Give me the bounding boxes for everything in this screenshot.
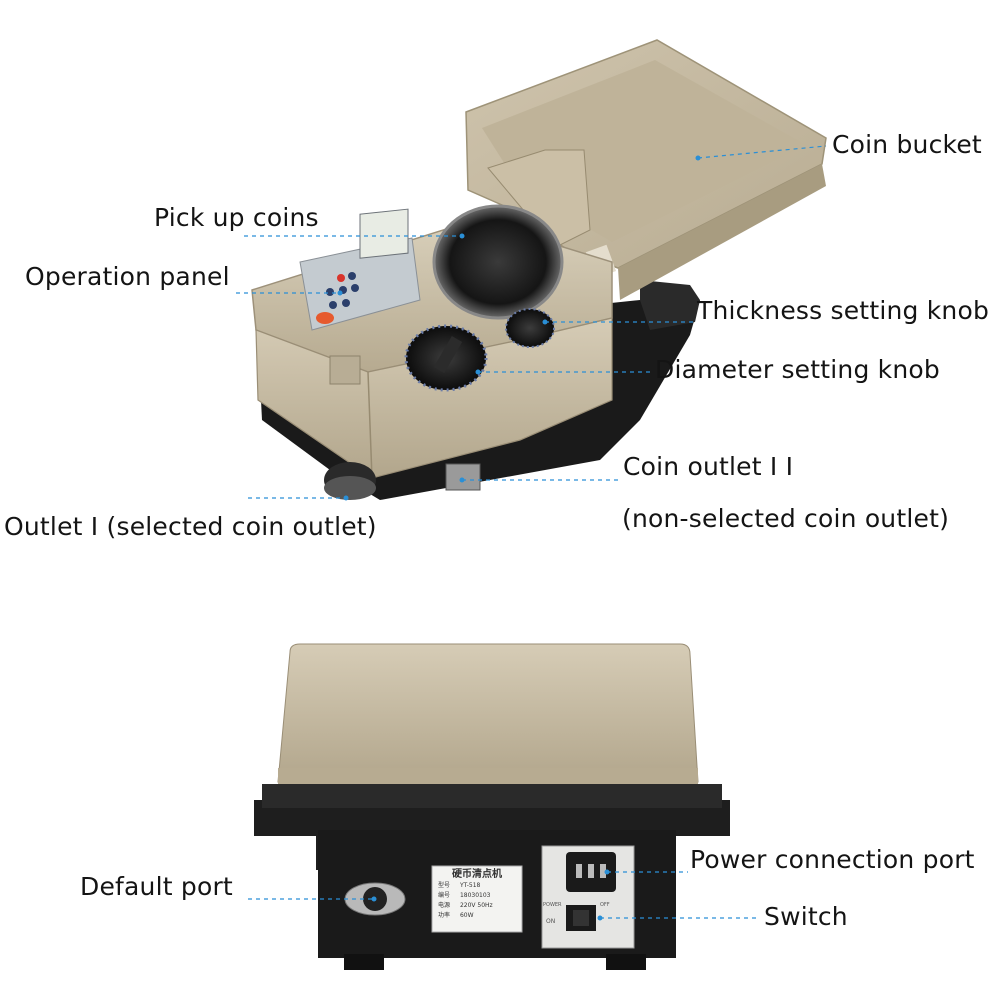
nameplate-title: 硬币清点机 [452,869,502,880]
rear-cover-band [278,768,698,788]
base-rim [640,280,700,330]
panel-buttons [316,272,359,324]
label-default-port: Default port [80,872,233,901]
coin-bucket-side [618,164,826,300]
nameplate [431,865,523,933]
nameplate-row: 编号 18030103 [438,892,491,899]
label-operation-panel: Operation panel [25,262,230,291]
label-power-port: Power connection port [690,845,975,874]
nameplate-text: 硬币清点机 型号 YT-518 编号 18030103 电源 220V 50Hz… [434,868,520,921]
label-thickness-knob: Thickness setting knob [697,296,990,325]
housing-edge [367,371,373,479]
power-port-slot-3 [600,864,606,878]
side-slot [329,355,361,385]
coin-hopper [434,206,562,318]
label-pick-up-coins: Pick up coins [154,203,319,232]
nameplate-row: 电源 220V 50Hz [438,902,493,909]
foot-right [606,954,646,970]
nameplate-row: 型号 YT-518 [438,882,481,889]
label-outlet-1: Outlet I (selected coin outlet) [4,512,377,541]
label-switch: Switch [764,902,848,931]
power-port-slot-1 [576,864,582,878]
switch-on-text: ON [546,918,556,925]
thickness-knob [506,309,554,347]
power-switch-rocker [573,910,589,926]
diameter-knob-dial [404,324,488,392]
thickness-knob-dial [505,308,555,348]
switch-off-text: OFF [600,902,610,908]
leader-lines-bottom [248,871,757,919]
label-coin-outlet-2: Coin outlet I I [623,452,794,481]
outlet-2-bracket [445,463,481,491]
foot-left [344,954,384,970]
leader-dots-top [337,155,701,501]
leader-dots-bottom [371,869,610,921]
switch-power-text: POWER [543,902,562,908]
power-port-slot-2 [588,864,594,878]
coin-counter-rear-view [254,643,730,970]
leader-lines-top [236,145,827,499]
label-diameter-knob: Diameter setting knob [655,355,940,384]
label-coin-outlet-2-desc: (non-selected coin outlet) [622,504,950,533]
label-coin-bucket: Coin bucket [832,130,982,159]
lcd-display [359,208,409,259]
nameplate-row: 功率 60W [438,912,474,919]
hopper-rim [432,204,564,320]
rear-frame-top [262,784,722,808]
rear-cover [277,643,699,783]
outlet-1-ring [324,476,376,500]
coin-counter-top-view [251,39,827,500]
